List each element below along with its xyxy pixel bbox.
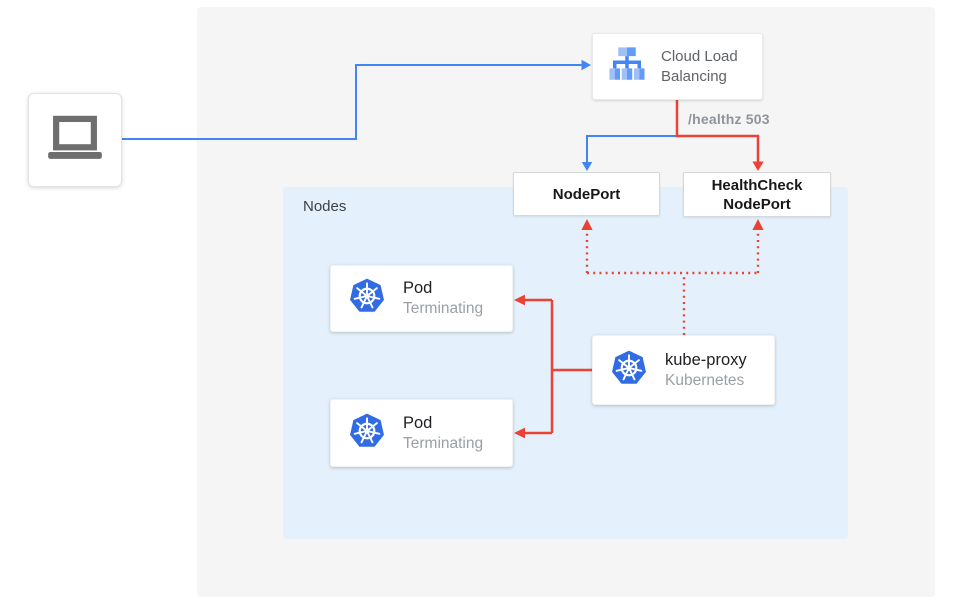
- cloud-load-balancing-icon: [606, 43, 648, 90]
- cloud-load-balancing-node: Cloud Load Balancing: [592, 33, 763, 100]
- client-node: [28, 93, 122, 187]
- kubernetes-icon: [610, 349, 648, 392]
- nodes-panel-label: Nodes: [303, 198, 347, 215]
- pod-top-title: Pod: [403, 279, 433, 297]
- pod-bottom-node: Pod Terminating: [330, 399, 513, 467]
- healthcheck-nodeport-node: HealthCheck NodePort: [683, 172, 831, 217]
- cloud-load-balancing-label: Cloud Load Balancing: [661, 47, 738, 85]
- pod-top-status: Terminating: [403, 300, 484, 317]
- nodeport-node: NodePort: [513, 172, 660, 216]
- pod-top-node: Pod Terminating: [330, 265, 513, 332]
- kube-proxy-subtitle: Kubernetes: [665, 371, 745, 389]
- laptop-icon: [44, 107, 106, 174]
- healthcheck-nodeport-label-line1: HealthCheck: [711, 176, 803, 194]
- kubernetes-icon: [348, 412, 386, 455]
- pod-bottom-title: Pod: [403, 413, 433, 432]
- pod-bottom-status: Terminating: [403, 434, 484, 452]
- kube-proxy-node: kube-proxy Kubernetes: [592, 335, 775, 405]
- kube-proxy-title: kube-proxy: [665, 350, 747, 369]
- kubernetes-icon: [348, 277, 386, 320]
- healthcheck-nodeport-label-line2: NodePort: [723, 195, 791, 213]
- kube-proxy-text: kube-proxy Kubernetes: [665, 350, 747, 391]
- nodeport-label: NodePort: [552, 185, 621, 203]
- pod-top-text: Pod Terminating: [403, 278, 483, 319]
- pod-bottom-text: Pod Terminating: [403, 413, 483, 454]
- healthz-status-label: /healthz 503: [688, 111, 770, 127]
